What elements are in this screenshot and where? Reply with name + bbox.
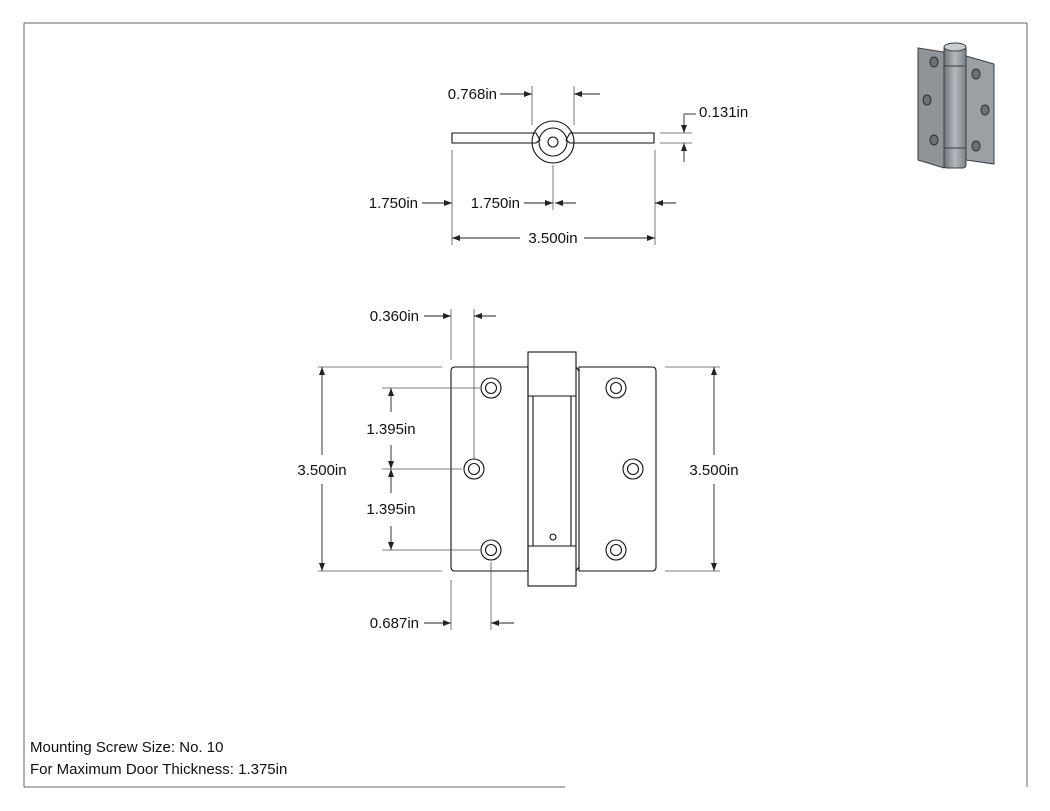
dim-left-height: 3.500in	[297, 366, 442, 572]
dim-left-leaf-label: 1.750in	[369, 195, 418, 212]
dim-right-height: 3.500in	[665, 366, 739, 572]
door-thickness-note: For Maximum Door Thickness: 1.375in	[30, 761, 288, 778]
front-view-hinge	[450, 351, 657, 587]
screw-size-note: Mounting Screw Size: No. 10	[30, 739, 224, 756]
dim-overall-width-label: 3.500in	[528, 230, 577, 247]
hinge-3d-icon	[917, 42, 995, 169]
dim-right-leaf-label: 1.750in	[471, 195, 520, 212]
dim-leaf-thickness-label: 0.131in	[699, 104, 748, 121]
dim-hole-spacing-upper-label: 1.395in	[366, 421, 415, 438]
dim-right-leaf: 1.750in	[471, 150, 676, 245]
front-view: 0.360in 1.395in 1.395in 3.500in	[297, 308, 738, 632]
screw-holes	[463, 377, 644, 561]
sheet-border	[23, 22, 1028, 788]
dim-hole-edge-offset-label: 0.360in	[370, 308, 419, 325]
dim-hole-spacing: 1.395in 1.395in	[366, 387, 480, 551]
dim-overall-width: 3.500in	[452, 230, 655, 247]
dim-right-height-label: 3.500in	[689, 462, 738, 479]
dim-barrel-width: 0.768in	[448, 86, 600, 125]
dim-hole-bottom-offset: 0.687in	[370, 562, 514, 632]
dim-barrel-width-label: 0.768in	[448, 86, 497, 103]
top-view: 0.768in 0.131in 1.750in 1.750in	[369, 86, 748, 247]
dim-leaf-thickness: 0.131in	[660, 104, 748, 162]
top-view-hinge	[451, 120, 655, 164]
dim-hole-spacing-lower-label: 1.395in	[366, 501, 415, 518]
dim-hole-bottom-offset-label: 0.687in	[370, 615, 419, 632]
dim-hole-edge-offset: 0.360in	[370, 308, 496, 460]
dim-left-height-label: 3.500in	[297, 462, 346, 479]
dim-left-leaf: 1.750in	[369, 150, 554, 245]
